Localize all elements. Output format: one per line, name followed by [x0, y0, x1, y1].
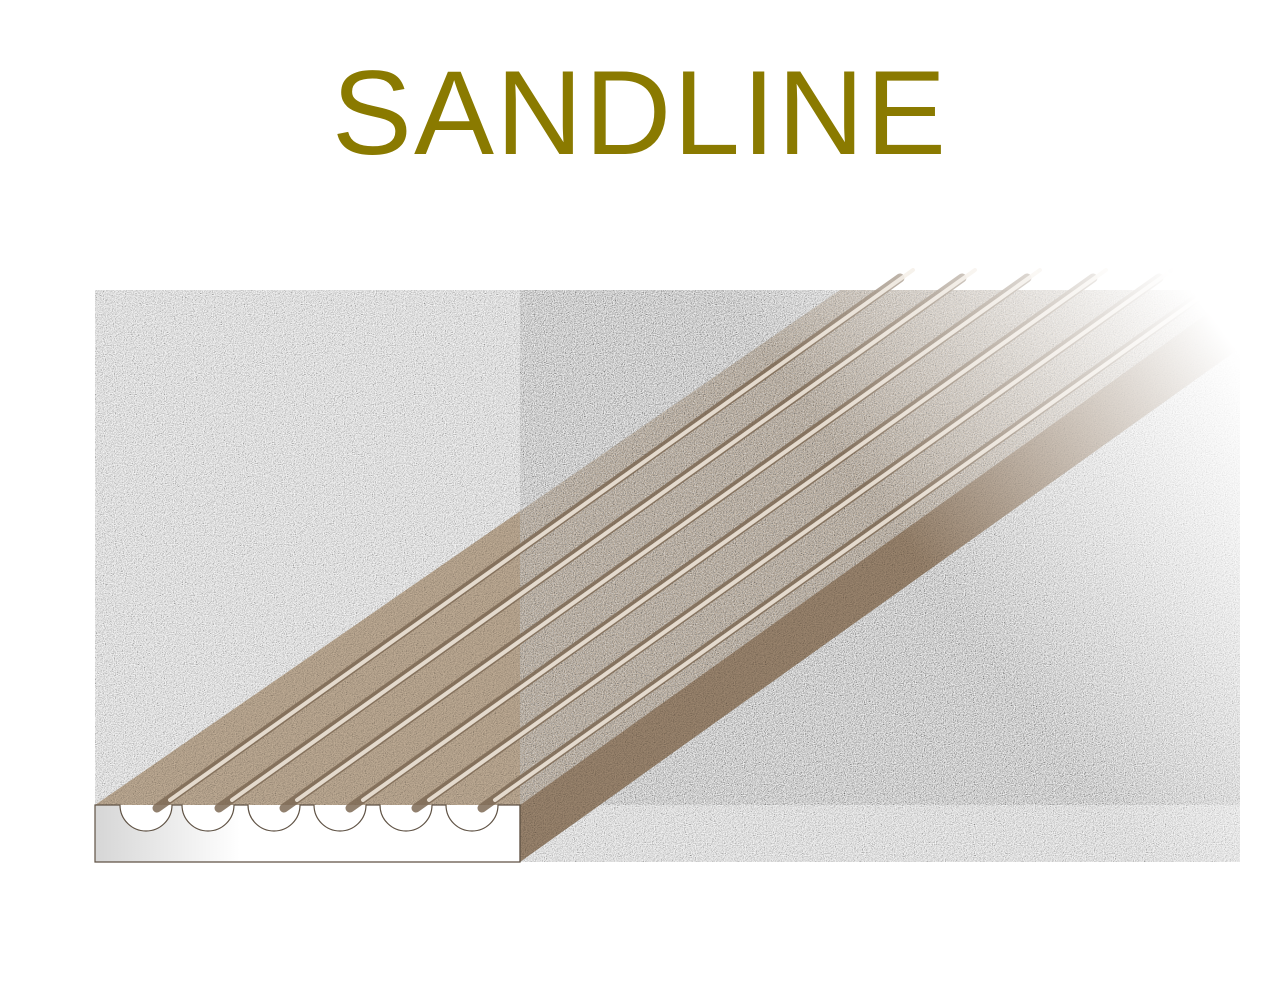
board-end-profile: [94, 804, 521, 863]
board-grooves: [152, 268, 1240, 813]
board-top-surface: [95, 290, 1240, 805]
board-side-face: [520, 290, 1240, 862]
board-body: [95, 268, 1240, 862]
brand-title: SANDLINE: [331, 46, 949, 180]
